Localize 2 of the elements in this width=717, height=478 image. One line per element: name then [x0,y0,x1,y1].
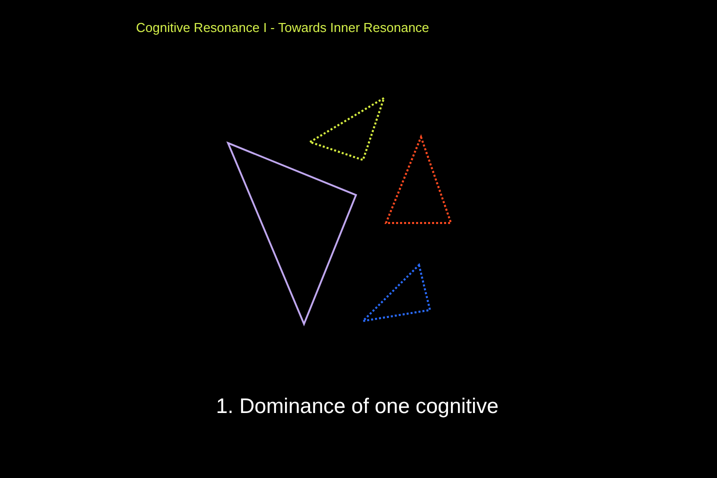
caption: 1. Dominance of one cognitive [216,395,499,419]
title: Cognitive Resonance I - Towards Inner Resonance [136,20,430,35]
